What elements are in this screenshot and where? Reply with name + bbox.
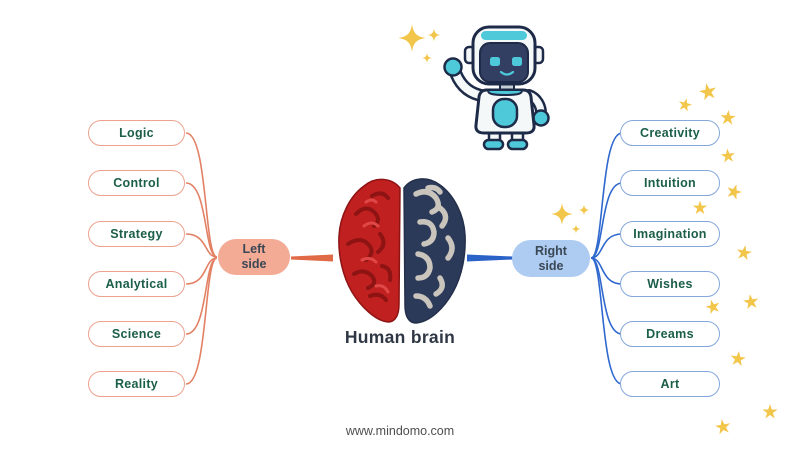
left-branch-curves [185, 132, 218, 385]
topic-node[interactable]: Reality [88, 371, 185, 397]
watermark-url: www.mindomo.com [345, 424, 455, 438]
central-topic-label: Human brain [344, 327, 456, 347]
right-side-branch-node[interactable]: Right side [512, 240, 590, 277]
topic-node[interactable]: Logic [88, 120, 185, 146]
topic-node[interactable]: Wishes [620, 271, 720, 297]
topic-node[interactable]: Dreams [620, 321, 720, 347]
topic-node[interactable]: Intuition [620, 170, 720, 196]
robot-icon [443, 25, 550, 151]
topic-node[interactable]: Analytical [88, 271, 185, 297]
right-branch-curves [590, 132, 623, 385]
topic-node[interactable]: Imagination [620, 221, 720, 247]
topic-node[interactable]: Science [88, 321, 185, 347]
left-trunk-branch [291, 254, 333, 262]
right-trunk-branch [467, 254, 513, 262]
sparkle-icon [398, 24, 441, 63]
topic-node[interactable]: Art [620, 371, 720, 397]
topic-node[interactable]: Creativity [620, 120, 720, 146]
topic-node[interactable]: Strategy [88, 221, 185, 247]
topic-node[interactable]: Control [88, 170, 185, 196]
sparkle-icon [551, 203, 590, 234]
left-side-branch-node[interactable]: Left side [218, 239, 290, 275]
brain-icon [338, 178, 466, 324]
